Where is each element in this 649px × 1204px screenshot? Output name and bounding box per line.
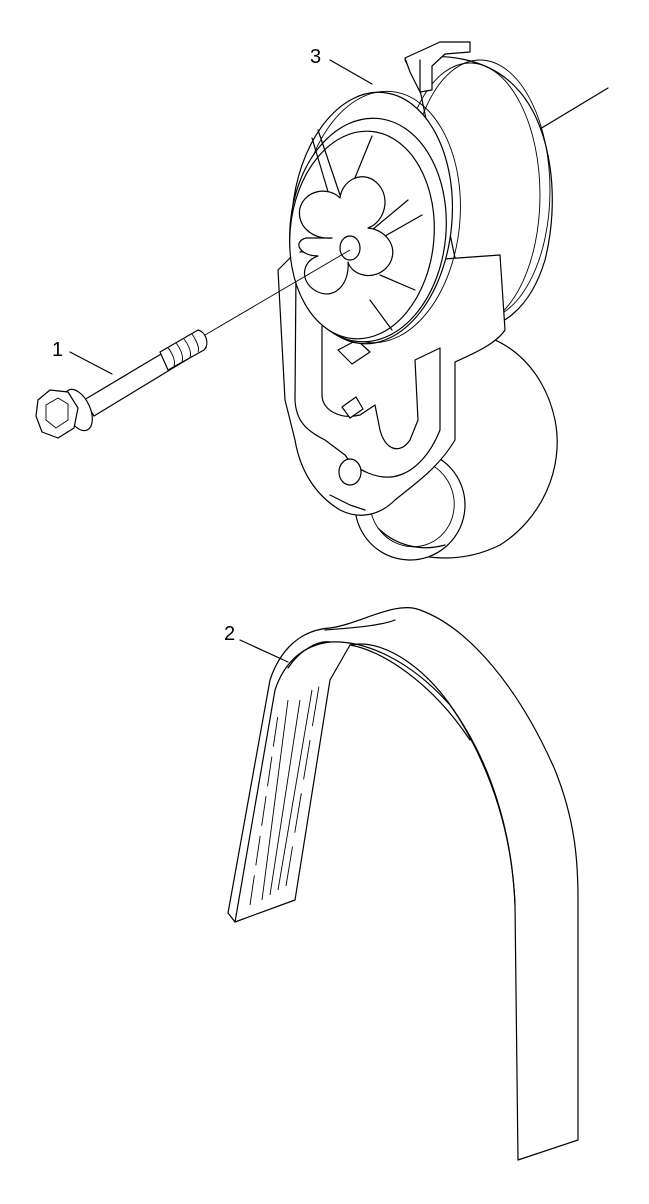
callout-label-2: 2 bbox=[224, 623, 235, 645]
callout-label-1: 1 bbox=[52, 339, 63, 361]
callout-2: 2 bbox=[224, 623, 289, 663]
belt-tensioner-assembly bbox=[277, 41, 609, 561]
callout-1: 1 bbox=[52, 339, 113, 375]
callout-label-3: 3 bbox=[310, 46, 321, 68]
tensioner-rear-housing bbox=[399, 41, 553, 331]
mounting-bolt bbox=[35, 249, 351, 439]
tensioner-front-pulley bbox=[289, 90, 461, 345]
poly-v-belt bbox=[227, 607, 579, 1161]
callout-3: 3 bbox=[310, 46, 373, 85]
